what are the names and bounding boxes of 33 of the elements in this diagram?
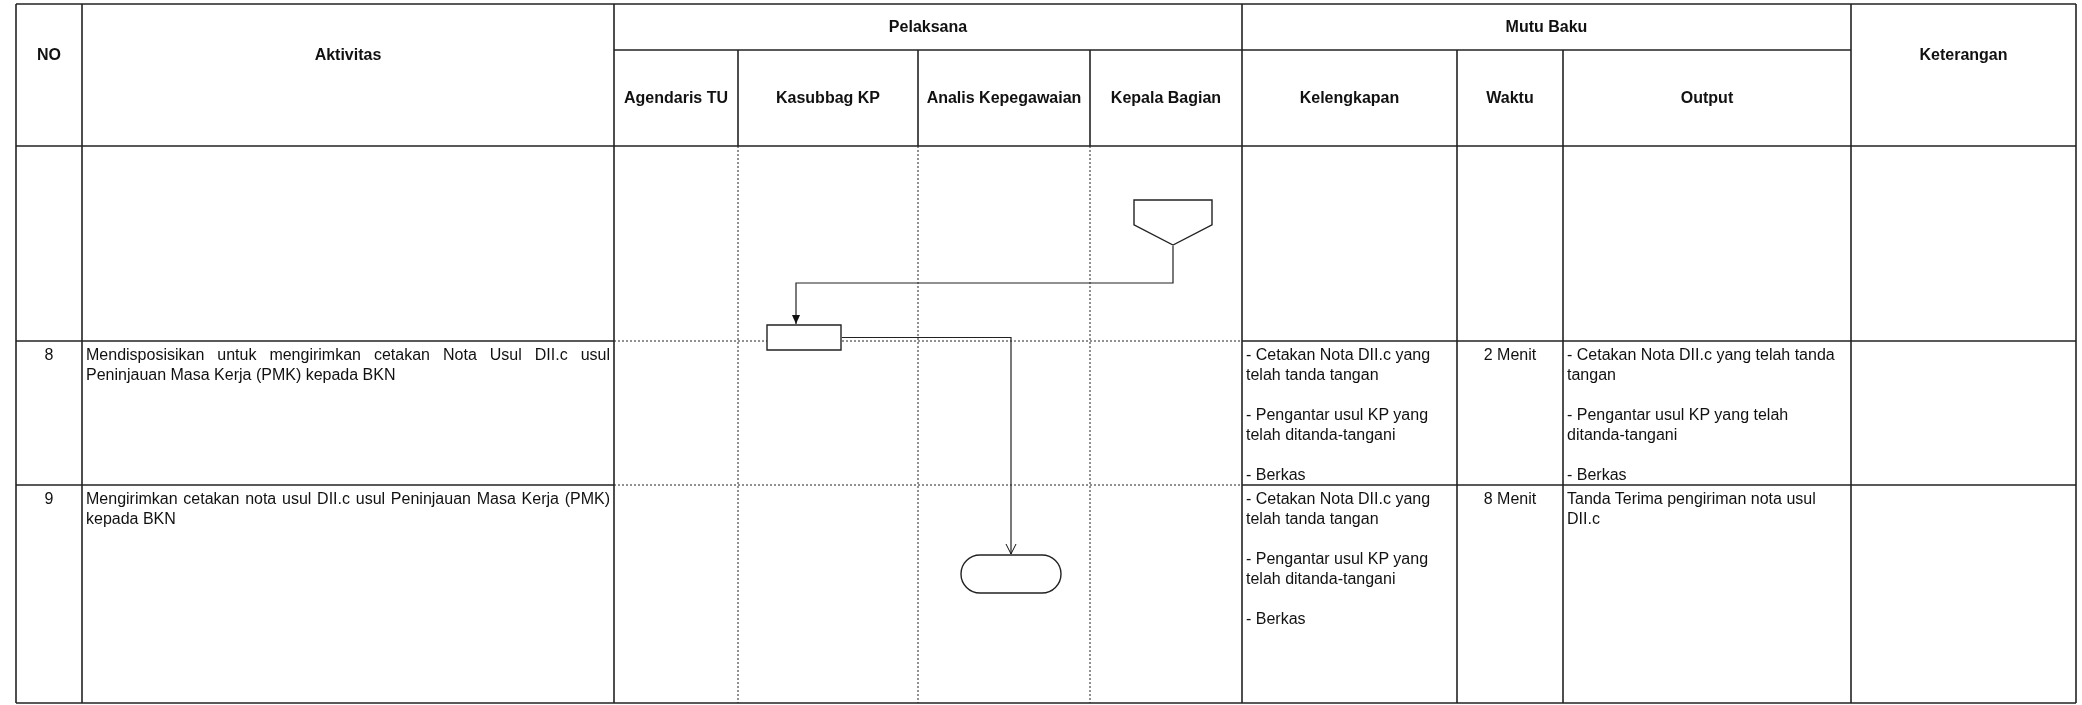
column-header: NO — [36, 45, 62, 65]
output-item: - Cetakan Nota DII.c yang telah tanda tangan — [1567, 345, 1836, 385]
output-item: - Pengantar usul KP yang telah ditanda-tangani — [1567, 405, 1790, 445]
column-header: Kepala Bagian — [1109, 88, 1223, 108]
requirement-item: - Berkas — [1246, 465, 1306, 485]
requirement-item: - Cetakan Nota DII.c yang telah tanda tangan — [1246, 345, 1432, 385]
output-text: Tanda Terima pengiriman nota usul DII.c — [1567, 489, 1817, 529]
column-header: Output — [1679, 88, 1735, 108]
column-header: Waktu — [1485, 88, 1535, 108]
row-number: 9 — [43, 489, 55, 509]
off-page-connector — [1133, 199, 1213, 246]
column-header: Kasubbag KP — [775, 88, 881, 108]
activity-text: Mengirimkan cetakan nota usul DII.c usul Peninjauan Masa Kerja (PMK) kepada BKN — [86, 489, 610, 529]
column-header: Aktivitas — [313, 45, 383, 65]
process-box — [766, 324, 842, 351]
row-number: 8 — [43, 345, 55, 365]
requirement-item: - Cetakan Nota DII.c yang telah tanda tangan — [1246, 489, 1432, 529]
group-header: Pelaksana — [887, 17, 969, 37]
duration-text: 2 Menit — [1482, 345, 1538, 365]
column-header: Agendaris TU — [623, 88, 729, 108]
terminator-shape — [960, 554, 1062, 594]
arrow — [792, 245, 1174, 325]
column-header: Keterangan — [1918, 45, 2009, 65]
requirement-item: - Berkas — [1246, 609, 1306, 629]
output-item: - Berkas — [1567, 465, 1627, 485]
requirement-item: - Pengantar usul KP yang telah ditanda-tangani — [1246, 405, 1430, 445]
column-header: Analis Kepegawaian — [925, 88, 1083, 108]
group-header: Mutu Baku — [1504, 17, 1589, 37]
column-header: Kelengkapan — [1298, 88, 1401, 108]
duration-text: 8 Menit — [1482, 489, 1538, 509]
activity-text: Mendisposisikan untuk mengirimkan cetakan Nota Usul DII.c usul Peninjauan Masa Kerja (PMK) kepada BKN — [86, 345, 610, 385]
arrow — [841, 336, 1017, 555]
requirement-item: - Pengantar usul KP yang telah ditanda-tangani — [1246, 549, 1430, 589]
